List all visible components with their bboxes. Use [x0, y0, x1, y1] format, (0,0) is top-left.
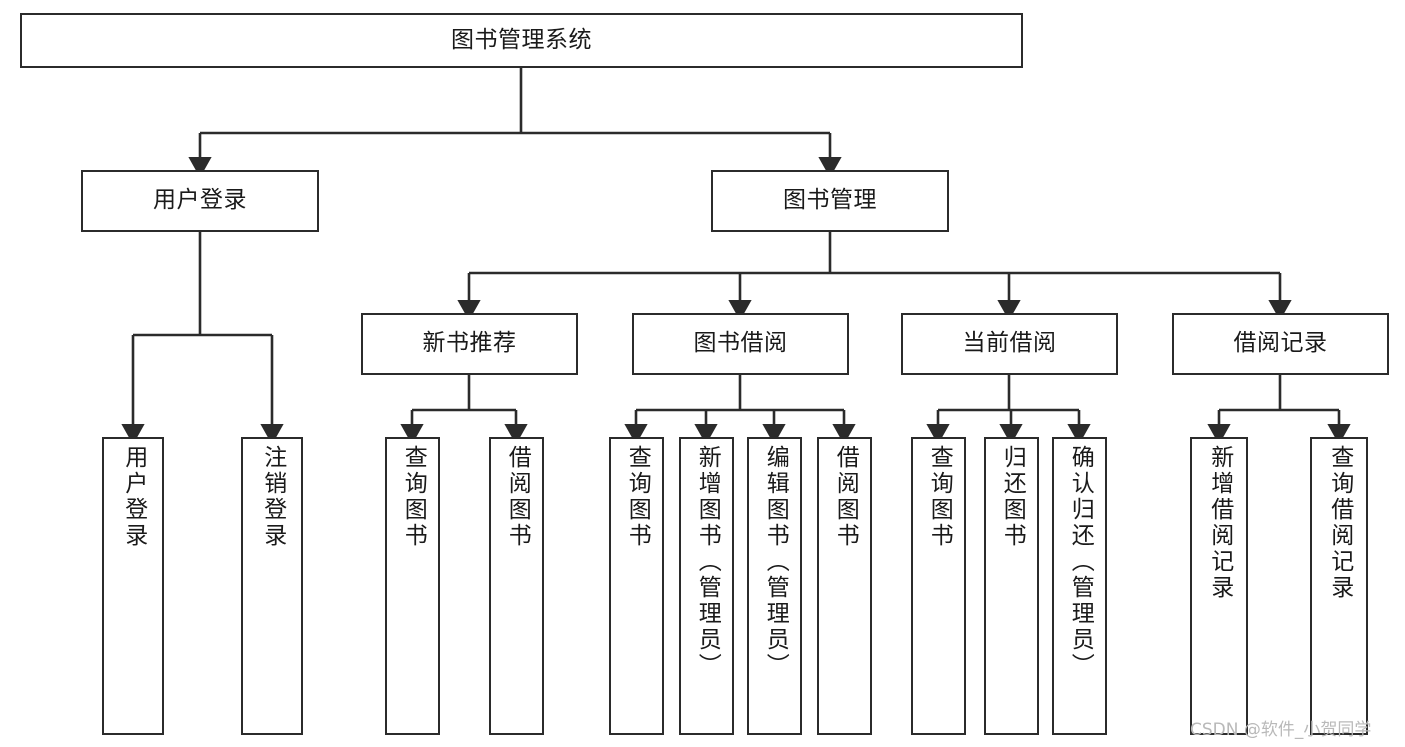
node-leaf-query-record-label: 查询借阅记录	[1326, 445, 1353, 601]
node-root: 图书管理系统	[20, 13, 1023, 68]
node-current-borrow: 当前借阅	[901, 313, 1118, 375]
node-leaf-logout: 注销登录	[241, 437, 303, 735]
node-leaf-query-record: 查询借阅记录	[1310, 437, 1368, 735]
node-leaf-query-book-1-label: 查询图书	[400, 445, 427, 549]
node-book-manage-label: 图书管理	[783, 187, 877, 214]
node-leaf-edit-book: 编辑图书（管理员）	[747, 437, 802, 735]
node-book-manage: 图书管理	[711, 170, 949, 232]
node-leaf-query-book-1: 查询图书	[385, 437, 440, 735]
node-book-borrow-label: 图书借阅	[693, 330, 788, 357]
node-leaf-borrow-book-1: 借阅图书	[489, 437, 544, 735]
node-user-login-label: 用户登录	[153, 187, 247, 214]
node-borrow-record: 借阅记录	[1172, 313, 1389, 375]
node-leaf-query-book-3-label: 查询图书	[926, 445, 953, 549]
node-leaf-add-book-label: 新增图书（管理员）	[694, 445, 721, 679]
node-leaf-confirm-return-label: 确认归还（管理员）	[1067, 445, 1094, 679]
node-new-book-rec: 新书推荐	[361, 313, 578, 375]
node-leaf-query-book-2-label: 查询图书	[624, 445, 651, 549]
node-root-label: 图书管理系统	[451, 26, 592, 53]
node-leaf-return-book: 归还图书	[984, 437, 1039, 735]
node-leaf-add-record: 新增借阅记录	[1190, 437, 1248, 735]
node-leaf-edit-book-label: 编辑图书（管理员）	[762, 445, 789, 679]
node-leaf-add-record-label: 新增借阅记录	[1206, 445, 1233, 601]
node-leaf-borrow-book-1-label: 借阅图书	[504, 445, 531, 549]
node-user-login: 用户登录	[81, 170, 319, 232]
node-leaf-confirm-return: 确认归还（管理员）	[1052, 437, 1107, 735]
node-leaf-add-book: 新增图书（管理员）	[679, 437, 734, 735]
node-new-book-rec-label: 新书推荐	[422, 330, 517, 357]
node-leaf-user-login-label: 用户登录	[120, 445, 147, 549]
node-leaf-user-login: 用户登录	[102, 437, 164, 735]
node-current-borrow-label: 当前借阅	[962, 330, 1057, 357]
node-book-borrow: 图书借阅	[632, 313, 849, 375]
node-leaf-return-book-label: 归还图书	[999, 445, 1026, 549]
csdn-watermark: CSDN @软件_小贺同学	[1190, 720, 1372, 740]
node-leaf-borrow-book-2: 借阅图书	[817, 437, 872, 735]
node-leaf-borrow-book-2-label: 借阅图书	[832, 445, 859, 549]
node-leaf-query-book-3: 查询图书	[911, 437, 966, 735]
node-leaf-query-book-2: 查询图书	[609, 437, 664, 735]
node-leaf-logout-label: 注销登录	[259, 445, 286, 549]
node-borrow-record-label: 借阅记录	[1233, 330, 1328, 357]
